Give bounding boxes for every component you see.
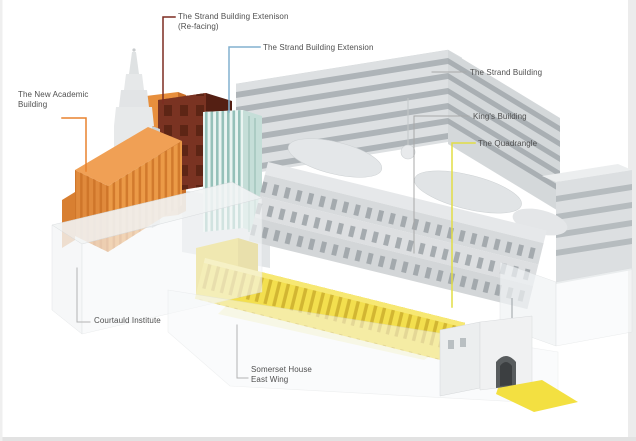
- label-strand-building: The Strand Building: [470, 68, 542, 78]
- leader-somerset-east-wing: [236, 324, 249, 379]
- east-block-shape: [542, 164, 632, 284]
- label-line: Building: [18, 100, 48, 109]
- label-new-academic-building: The New Academic Building: [18, 90, 89, 110]
- label-line: The Strand Building: [470, 68, 543, 77]
- label-somerset-house-east-wing: Somerset House East Wing: [251, 365, 312, 385]
- label-line: Somerset House: [251, 365, 312, 374]
- label-line: Courtauld Institute: [94, 316, 161, 325]
- label-line: The Strand Building Extenison: [178, 12, 289, 21]
- label-line: East Wing: [251, 375, 289, 384]
- frame-bottom-strip: [0, 437, 636, 441]
- label-quadrangle: The Quadrangle: [478, 139, 537, 149]
- label-courtauld-institute: Courtauld Institute: [94, 316, 161, 326]
- yellow-path-shape: [496, 380, 578, 412]
- leader-courtauld: [76, 267, 91, 323]
- label-line: The New Academic: [18, 90, 89, 99]
- gatehouse-shape: [439, 298, 578, 412]
- label-strand-building-extension: The Strand Building Extension: [263, 43, 374, 53]
- label-line: (Re-facing): [178, 22, 219, 31]
- leader-quadrangle: [451, 142, 476, 308]
- leader-strand-ext-refacing: [162, 16, 176, 104]
- label-strand-building-extension-refacing: The Strand Building Extenison (Re-facing…: [178, 12, 289, 32]
- frame-left-strip: [0, 0, 3, 441]
- kings-building-shape: [248, 98, 568, 310]
- leader-lines: [61, 16, 476, 379]
- label-kings-building: King's Building: [473, 112, 527, 122]
- strand-building-shape: [235, 49, 560, 212]
- leader-new-academic: [61, 117, 87, 172]
- label-line: King's Building: [473, 112, 527, 121]
- leader-kings-building: [413, 115, 470, 254]
- leader-strand-ext: [228, 46, 261, 113]
- label-line: The Strand Building Extension: [263, 43, 374, 52]
- label-line: The Quadrangle: [478, 139, 538, 148]
